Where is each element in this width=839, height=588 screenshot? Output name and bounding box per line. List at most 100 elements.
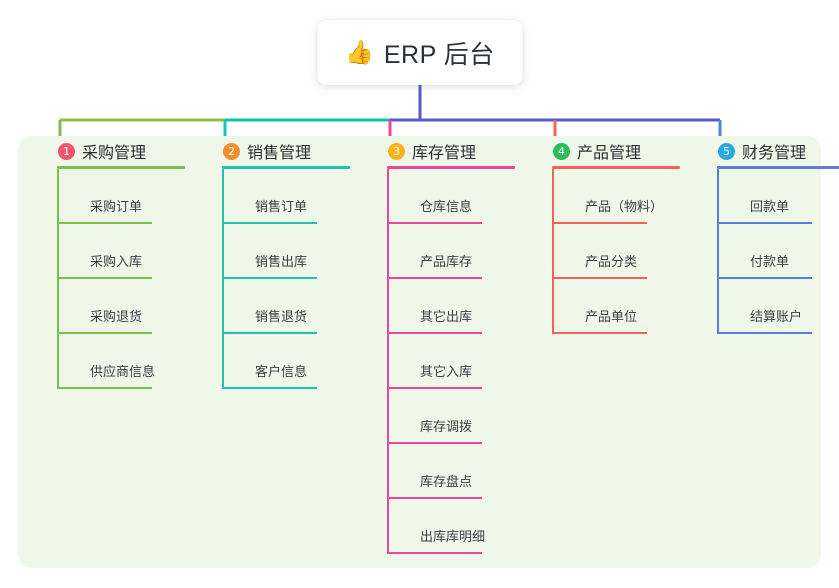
branch-item-underline [389, 387, 482, 389]
branch-item-underline [59, 387, 152, 389]
branch-item-underline [719, 332, 812, 334]
branch-spine [222, 169, 224, 389]
branch-item[interactable]: 付款单 [717, 224, 839, 279]
branch-column-5[interactable]: 5 财务管理回款单付款单结算账户 [698, 136, 839, 334]
branch-item-underline [389, 277, 482, 279]
branch-item-underline [389, 222, 482, 224]
branch-number-badge: 3 [388, 142, 405, 160]
branch-item[interactable]: 产品库存 [387, 224, 518, 279]
root-node-content: 👍 ERP 后台 [345, 35, 495, 71]
branch-item[interactable]: 结算账户 [717, 279, 839, 334]
branch-underline [552, 166, 680, 169]
branch-item-underline [554, 277, 647, 279]
branch-item-label: 采购订单 [90, 199, 143, 214]
branch-number-badge: 5 [718, 142, 735, 160]
branch-item-label: 其它入库 [420, 364, 473, 379]
branch-item-underline [224, 277, 317, 279]
branch-item-label: 销售出库 [255, 254, 308, 269]
branch-item-label: 产品单位 [585, 309, 638, 324]
branch-underline [222, 166, 350, 169]
branch-item-underline [389, 332, 482, 334]
branch-header-3[interactable]: 3 库存管理 [368, 136, 518, 166]
branch-item-underline [389, 552, 482, 554]
branch-item-underline [224, 387, 317, 389]
branch-item-label: 回款单 [750, 199, 790, 214]
branch-item-underline [59, 332, 152, 334]
branch-item-label: 销售订单 [255, 199, 308, 214]
branch-header-1[interactable]: 1 采购管理 [38, 136, 188, 166]
branch-item-label: 付款单 [750, 254, 790, 269]
branch-item-label: 产品分类 [585, 254, 638, 269]
branch-item[interactable]: 销售订单 [222, 169, 353, 224]
branch-item-label: 库存盘点 [420, 474, 473, 489]
branch-spine [552, 169, 554, 334]
branch-item[interactable]: 客户信息 [222, 334, 353, 389]
branch-item-underline [389, 497, 482, 499]
branch-header-2[interactable]: 2 销售管理 [203, 136, 353, 166]
branch-number-badge: 1 [58, 142, 75, 160]
branch-item[interactable]: 销售退货 [222, 279, 353, 334]
branch-item[interactable]: 产品（物料） [552, 169, 683, 224]
branch-item-label: 采购退货 [90, 309, 143, 324]
branch-item-label: 销售退货 [255, 309, 308, 324]
branch-item[interactable]: 采购订单 [57, 169, 188, 224]
branch-item[interactable]: 产品分类 [552, 224, 683, 279]
branch-item-underline [389, 442, 482, 444]
branch-item[interactable]: 库存调拨 [387, 389, 518, 444]
branch-item-underline [554, 332, 647, 334]
branch-title: 产品管理 [577, 145, 642, 162]
branch-item-label: 库存调拨 [420, 419, 473, 434]
branch-item-list: 仓库信息产品库存其它出库其它入库库存调拨库存盘点出库库明细 [368, 169, 518, 554]
branch-item-list: 产品（物料） 产品分类产品单位 [533, 169, 683, 334]
branch-title: 库存管理 [412, 145, 477, 162]
branch-column-2[interactable]: 2 销售管理销售订单销售出库销售退货客户信息 [203, 136, 353, 389]
branch-item[interactable]: 采购退货 [57, 279, 188, 334]
branch-item-list: 采购订单采购入库采购退货供应商信息 [38, 169, 188, 389]
branch-item[interactable]: 回款单 [717, 169, 839, 224]
branch-title: 销售管理 [247, 145, 312, 162]
branch-item[interactable]: 库存盘点 [387, 444, 518, 499]
branch-item[interactable]: 出库库明细 [387, 499, 518, 554]
branch-item-underline [554, 222, 647, 224]
branch-item[interactable]: 销售出库 [222, 224, 353, 279]
branch-number-badge: 2 [223, 142, 240, 160]
branch-item[interactable]: 其它出库 [387, 279, 518, 334]
branch-item-label: 出库库明细 [420, 529, 486, 544]
page-title: ERP 后台 [383, 40, 495, 69]
branch-item[interactable]: 产品单位 [552, 279, 683, 334]
branch-item[interactable]: 仓库信息 [387, 169, 518, 224]
branch-column-1[interactable]: 1 采购管理采购订单采购入库采购退货供应商信息 [38, 136, 188, 389]
branch-spine [387, 169, 389, 554]
branch-item-list: 销售订单销售出库销售退货客户信息 [203, 169, 353, 389]
branch-item-label: 供应商信息 [90, 364, 156, 379]
branch-underline [57, 166, 185, 169]
branch-item-underline [59, 222, 152, 224]
branch-title: 财务管理 [742, 145, 807, 162]
branch-item-list: 回款单付款单结算账户 [698, 169, 839, 334]
branch-column-3[interactable]: 3 库存管理仓库信息产品库存其它出库其它入库库存调拨库存盘点出库库明细 [368, 136, 518, 554]
branch-header-4[interactable]: 4 产品管理 [533, 136, 683, 166]
branch-item-label: 产品库存 [420, 254, 473, 269]
branch-item-label: 客户信息 [255, 364, 308, 379]
branch-title: 采购管理 [82, 145, 147, 162]
branch-item-label: 仓库信息 [420, 199, 473, 214]
branch-underline [717, 166, 839, 169]
branch-number-badge: 4 [553, 142, 570, 160]
branch-spine [717, 169, 719, 334]
branch-item[interactable]: 其它入库 [387, 334, 518, 389]
branch-header-5[interactable]: 5 财务管理 [698, 136, 839, 166]
branch-spine [57, 169, 59, 389]
branch-underline [387, 166, 515, 169]
branch-item-underline [719, 277, 812, 279]
branch-item-underline [59, 277, 152, 279]
branch-item[interactable]: 采购入库 [57, 224, 188, 279]
root-node[interactable]: 👍 ERP 后台 [317, 20, 523, 85]
branch-item-label: 结算账户 [750, 309, 803, 324]
branch-item-label: 产品（物料） [585, 199, 664, 214]
branch-item[interactable]: 供应商信息 [57, 334, 188, 389]
branch-item-underline [224, 222, 317, 224]
branch-item-label: 其它出库 [420, 309, 473, 324]
branch-item-label: 采购入库 [90, 254, 143, 269]
branch-column-4[interactable]: 4 产品管理产品（物料） 产品分类产品单位 [533, 136, 683, 334]
